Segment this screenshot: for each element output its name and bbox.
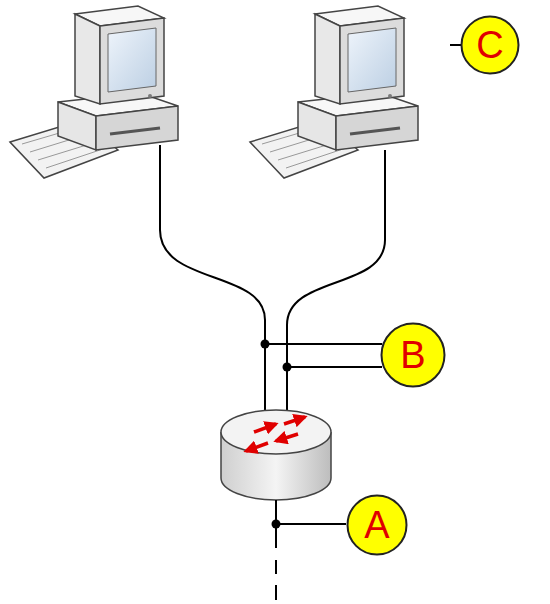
cable-right xyxy=(287,150,385,430)
leader-line xyxy=(265,344,382,367)
callout-letter: C xyxy=(460,15,520,75)
uplink-dashes xyxy=(275,560,277,600)
leader-line xyxy=(450,44,461,46)
computer-right xyxy=(250,6,418,178)
callout-circle: C xyxy=(460,15,520,75)
computer-left xyxy=(10,6,178,178)
callout-letter: A xyxy=(346,494,408,556)
router-arrows xyxy=(246,417,305,451)
leader-line xyxy=(276,523,346,525)
callout-circle: B xyxy=(380,322,446,388)
router-top xyxy=(221,410,331,454)
cable-left xyxy=(160,145,265,430)
callout-letter: B xyxy=(380,322,446,388)
callout-circle: A xyxy=(346,494,408,556)
